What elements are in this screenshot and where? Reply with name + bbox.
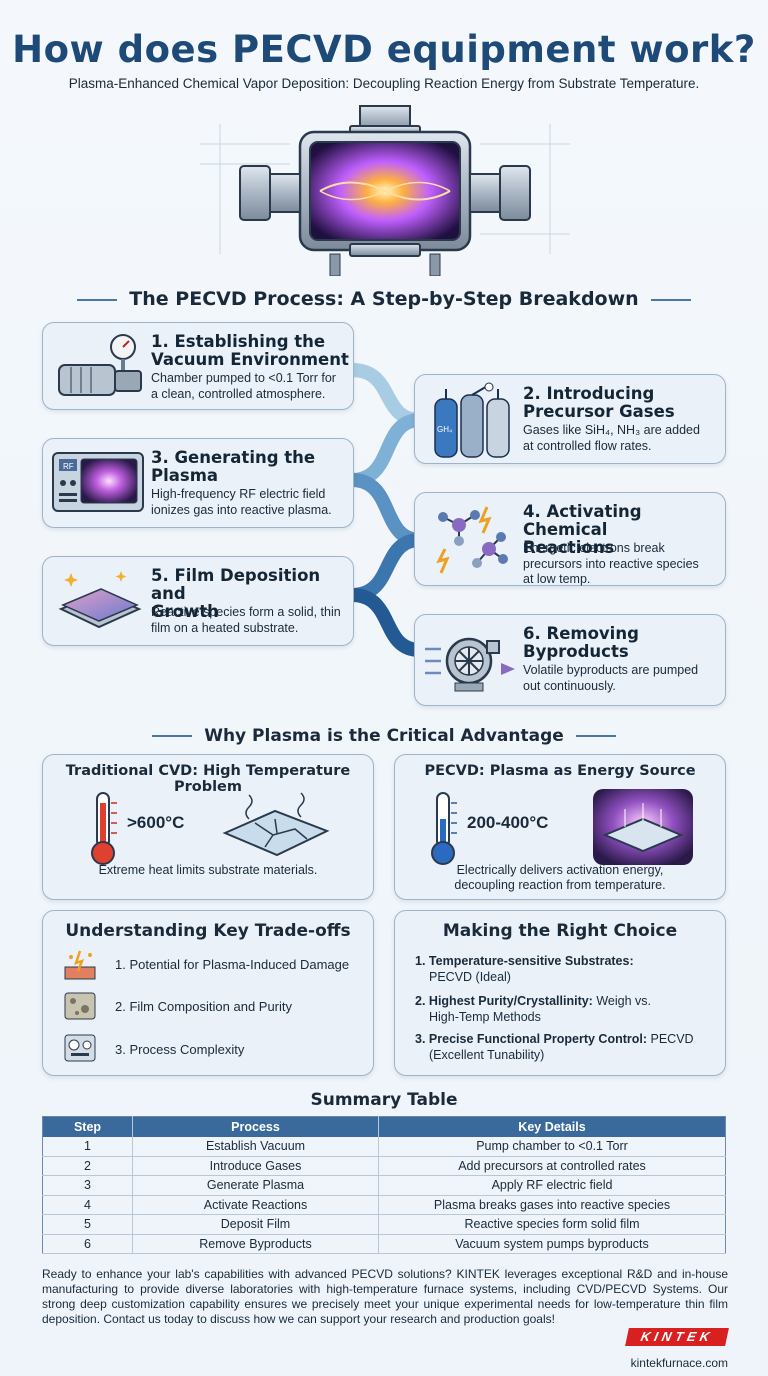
tradeoff-item-2: 2. Film Composition and Purity xyxy=(115,999,293,1014)
table-cell: 3 xyxy=(42,1175,133,1196)
table-cell: Activate Reactions xyxy=(132,1195,379,1215)
page-subtitle: Plasma-Enhanced Chemical Vapor Depositio… xyxy=(68,76,700,91)
gas-cylinder-label: GH₄ xyxy=(437,425,453,434)
table-cell: Apply RF electric field xyxy=(378,1175,726,1196)
tradeoffs-card: Understanding Key Trade-offs 1. Potentia… xyxy=(42,910,374,1076)
table-cell: 2 xyxy=(42,1156,133,1176)
choice-item-1: 1. Temperature-sensitive Substrates: PEC… xyxy=(415,954,634,984)
traditional-desc: Extreme heat limits substrate materials. xyxy=(98,863,318,877)
tradeoff-item-1: 1. Potential for Plasma-Induced Damage xyxy=(115,957,350,972)
pecvd-temp: 200-400°C xyxy=(467,813,549,832)
summary-table-header: Step Process Key Details xyxy=(42,1116,726,1137)
traditional-cvd-title: Traditional CVD: High Temperature Proble… xyxy=(65,763,351,795)
choice-card: Making the Right Choice 1. Temperature-s… xyxy=(394,910,726,1076)
kintek-logo[interactable]: KINTEK xyxy=(625,1328,729,1346)
rf-label: RF xyxy=(63,462,74,471)
table-cell: Reactive species form solid film xyxy=(378,1214,726,1235)
table-cell: Deposit Film xyxy=(132,1214,379,1235)
control-panel-icon xyxy=(64,1034,96,1062)
choice-item-2: 2. Highest Purity/Crystallinity: Weigh v… xyxy=(415,994,651,1024)
table-cell: 6 xyxy=(42,1234,133,1254)
process-flow-connectors xyxy=(351,363,421,657)
table-cell: Add precursors at controlled rates xyxy=(378,1156,726,1176)
pecvd-chamber-illustration xyxy=(200,105,570,276)
advantage-section-title: Why Plasma is the Critical Advantage xyxy=(0,726,768,746)
table-cell: Generate Plasma xyxy=(132,1175,379,1196)
choice-item-3: 3. Precise Functional Property Control: … xyxy=(415,1032,694,1062)
rf-generator-icon xyxy=(52,452,144,512)
footer-cta-text: Ready to enhance your lab's capabilities… xyxy=(42,1267,728,1326)
substrate-film-icon xyxy=(58,571,142,629)
traditional-cvd-card: Traditional CVD: High Temperature Proble… xyxy=(42,754,374,900)
table-cell: Pump chamber to <0.1 Torr xyxy=(378,1136,726,1157)
choice-title: Making the Right Choice xyxy=(442,921,678,941)
table-header-cell: Process xyxy=(132,1116,379,1137)
pecvd-title: PECVD: Plasma as Energy Source xyxy=(424,763,696,779)
table-cell: Establish Vacuum xyxy=(132,1136,379,1157)
plasma-damage-icon xyxy=(64,950,96,980)
plasma-substrate-icon xyxy=(593,789,693,865)
film-composition-icon xyxy=(64,992,96,1020)
tradeoffs-title: Understanding Key Trade-offs xyxy=(65,921,351,941)
table-cell: Vacuum system pumps byproducts xyxy=(378,1234,726,1254)
table-cell: Plasma breaks gases into reactive specie… xyxy=(378,1195,726,1215)
gas-cylinders-icon xyxy=(434,382,510,458)
table-cell: 1 xyxy=(42,1136,133,1157)
process-section-title: The PECVD Process: A Step-by-Step Breakd… xyxy=(0,288,768,310)
thermometer-hot-icon xyxy=(91,792,117,865)
traditional-temp: >600°C xyxy=(127,813,185,832)
turbo-pump-icon xyxy=(425,637,515,692)
table-cell: 5 xyxy=(42,1214,133,1235)
pecvd-desc: Electrically delivers activation energy,… xyxy=(454,863,666,892)
vacuum-pump-icon xyxy=(58,334,142,396)
summary-title: Summary Table xyxy=(310,1090,458,1110)
thermometer-cool-icon xyxy=(431,792,457,865)
table-cell: Introduce Gases xyxy=(132,1156,379,1176)
table-cell: 4 xyxy=(42,1195,133,1215)
tradeoff-item-3: 3. Process Complexity xyxy=(115,1042,245,1057)
molecule-reaction-icon xyxy=(436,506,508,574)
cracked-substrate-icon xyxy=(222,792,330,857)
page-title: How does PECVD equipment work? xyxy=(12,28,756,71)
pecvd-card: PECVD: Plasma as Energy Source 200-400°C… xyxy=(394,754,726,900)
table-header-cell: Step xyxy=(42,1116,133,1137)
website-link[interactable]: kintekfurnace.com xyxy=(630,1356,728,1370)
table-header-cell: Key Details xyxy=(378,1116,726,1137)
table-cell: Remove Byproducts xyxy=(132,1234,379,1254)
